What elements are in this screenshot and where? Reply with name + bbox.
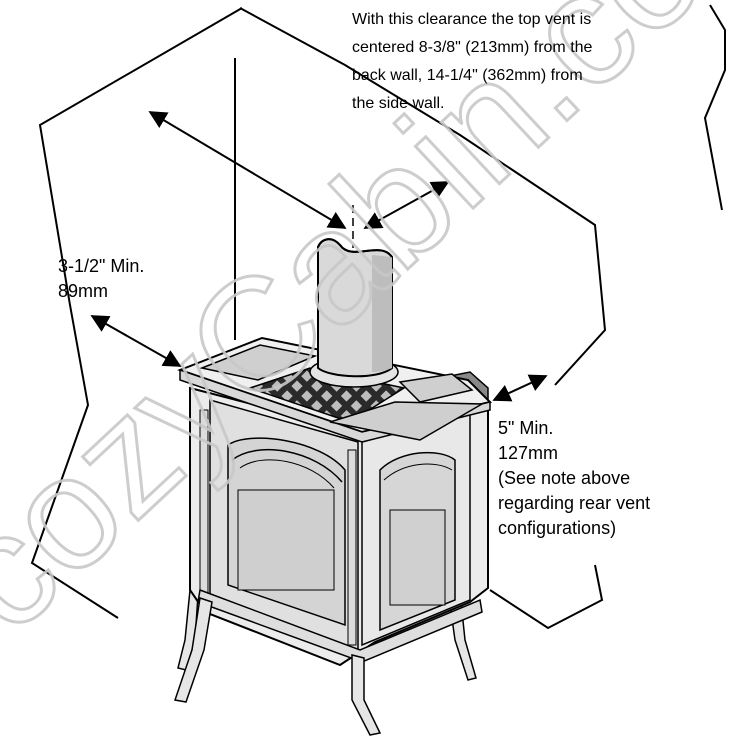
- side-clearance-line: 89mm: [58, 281, 109, 301]
- stove-front-arch: [231, 448, 343, 483]
- stove-front-glass: [237, 489, 335, 591]
- floor-corner-outline: [489, 564, 604, 630]
- note-line: With this clearance the top vent is: [352, 11, 592, 28]
- right-wall-outline: [703, 4, 726, 211]
- side-clearance-label: 3-1/2" Min. 89mm: [58, 254, 144, 304]
- stove-leg-front-center: [351, 654, 382, 736]
- rear-clearance-line: 127mm: [498, 443, 559, 463]
- side-clearance-line: 3-1/2" Min.: [58, 256, 145, 276]
- stove-top-panel-right: [329, 401, 485, 441]
- note-line: back wall, 14-1/4" (362mm) from: [352, 67, 583, 84]
- note-line: centered 8-3/8" (213mm) from the: [352, 39, 593, 56]
- stove-front-pilaster-left: [199, 409, 209, 601]
- side-clearance-arrow: [90, 315, 182, 367]
- stove-base: [197, 588, 483, 663]
- stove-side-arch: [383, 463, 453, 481]
- stove-front-arch-inner: [239, 459, 335, 489]
- rear-clearance-line: regarding rear vent: [498, 493, 651, 513]
- stove-top-panel-left: [199, 344, 318, 381]
- vent-pipe-shade: [372, 255, 392, 372]
- stove-leg-front-left: [174, 597, 213, 703]
- stove-side-glass: [389, 509, 446, 606]
- top-vent-back-wall-arrow: [148, 111, 347, 229]
- stove-top-panel-back: [398, 373, 474, 403]
- left-wall-outline: [30, 7, 243, 619]
- back-wall-outline: [239, 7, 607, 386]
- rear-clearance-line: 5" Min.: [498, 418, 554, 438]
- rear-clearance-line: (See note above: [498, 468, 631, 488]
- stove-front-pilaster-right: [347, 449, 357, 646]
- rear-clearance-label: 5" Min. 127mm (See note above regarding …: [498, 416, 650, 541]
- top-vent-clearance-note: With this clearance the top vent is cent…: [352, 6, 592, 118]
- vent-pipe-top: [317, 238, 393, 258]
- rear-clearance-line: configurations): [498, 518, 617, 538]
- top-vent-side-wall-arrow: [363, 181, 450, 229]
- rear-clearance-arrow: [492, 374, 548, 402]
- note-line: the side wall.: [352, 95, 445, 112]
